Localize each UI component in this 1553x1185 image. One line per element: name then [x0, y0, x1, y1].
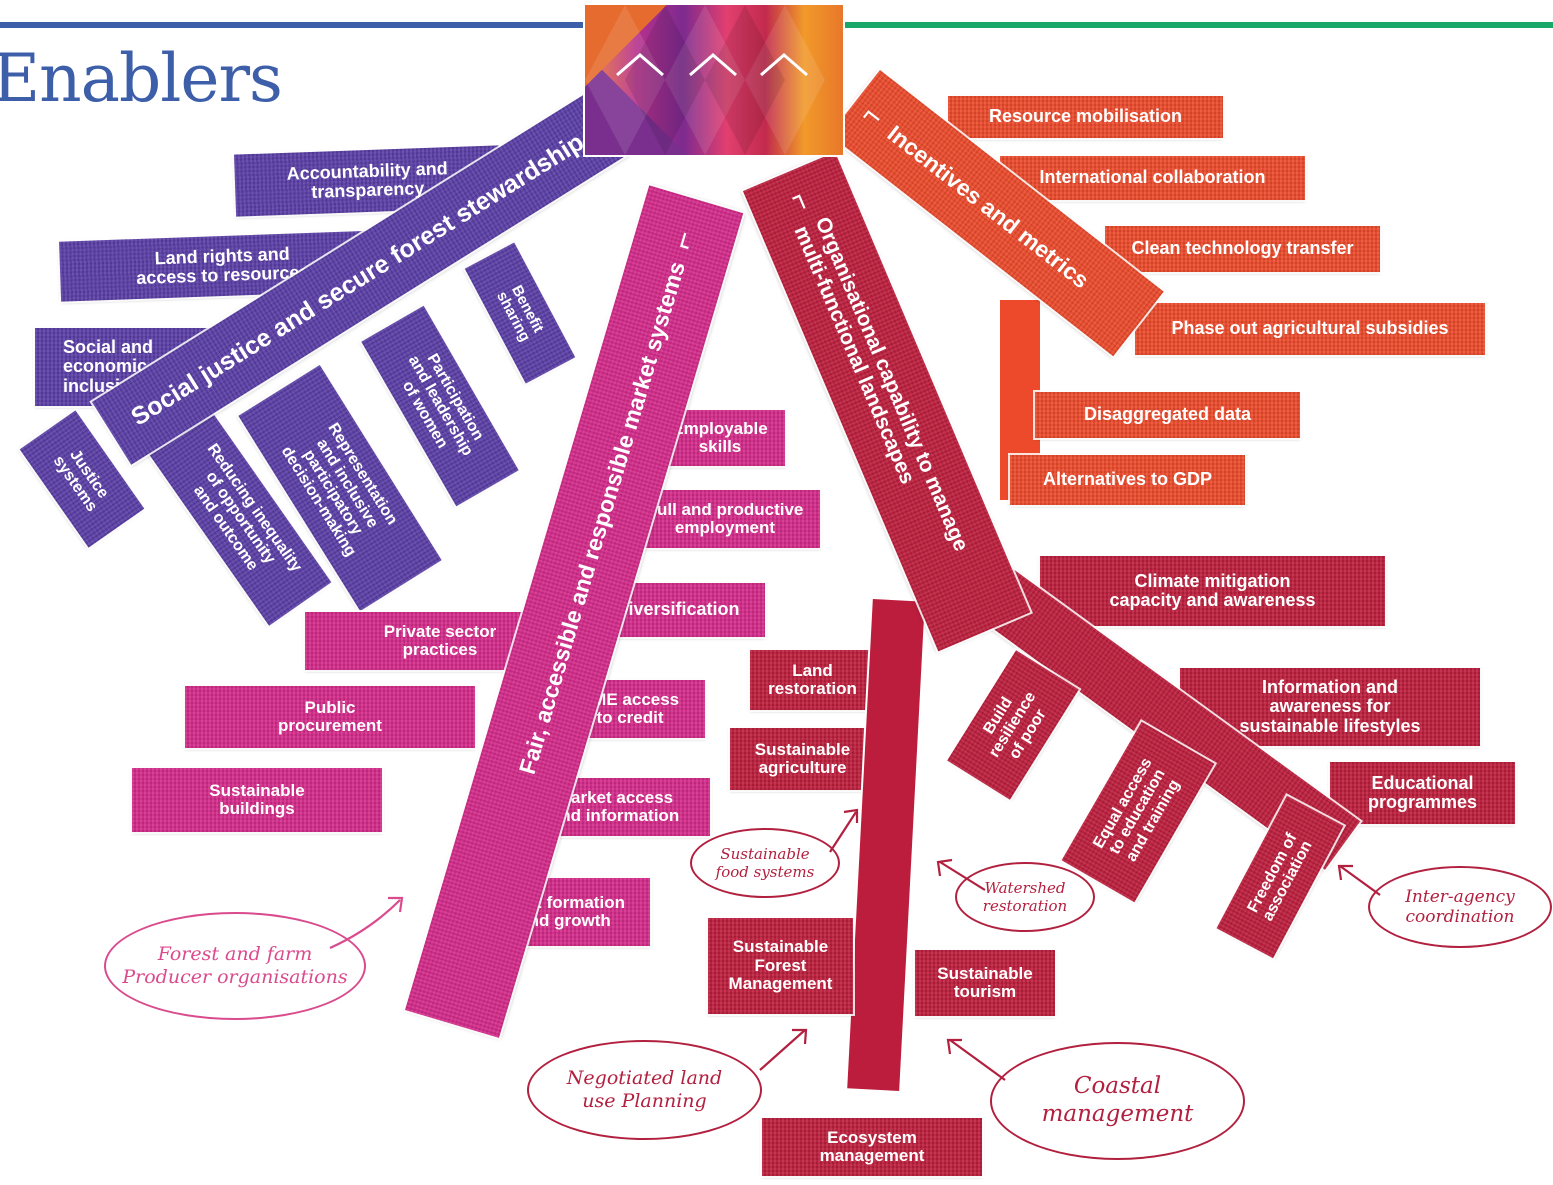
- page-title: Enablers: [0, 40, 283, 117]
- branch-clean-technology: Clean technology transfer: [1105, 226, 1380, 272]
- arrow-negotiated: [759, 1028, 808, 1071]
- note-watershed-restoration: Watershed restoration: [955, 862, 1095, 932]
- branch-sustainable-buildings: Sustainable buildings: [132, 768, 382, 832]
- top-rule-blue: [0, 22, 590, 28]
- branch-educational-programmes: Educational programmes: [1330, 762, 1515, 824]
- branch-full-employment: Full and productive employment: [630, 490, 820, 548]
- branch-sustainable-tourism: Sustainable tourism: [915, 950, 1055, 1016]
- branch-land-restoration: Land restoration: [750, 650, 875, 710]
- emblem-chevron-3: [760, 53, 808, 77]
- branch-benefit-sharing: Benefit sharing: [464, 242, 576, 384]
- trunk-incentives-label: Incentives and metrics: [882, 119, 1095, 293]
- branch-public-procurement: Public procurement: [185, 686, 475, 748]
- arrow-food: [829, 808, 859, 853]
- branch-ecosystem-management: Ecosystem management: [762, 1118, 982, 1176]
- note-forest-farm-producers: Forest and farm Producer organisations: [104, 912, 366, 1020]
- branch-climate-mitigation: Climate mitigation capacity and awarenes…: [1040, 556, 1385, 626]
- arrow-coastal: [946, 1038, 1006, 1081]
- note-coastal-management: Coastal management: [990, 1042, 1245, 1160]
- note-negotiated-land-use: Negotiated land use Planning: [527, 1040, 762, 1140]
- note-inter-agency-coordination: Inter-agency coordination: [1368, 866, 1552, 948]
- emblem-chevron-2: [689, 53, 737, 77]
- branch-freedom-association: Freedom of association: [1216, 795, 1344, 959]
- branch-alternatives-gdp: Alternatives to GDP: [1010, 455, 1245, 505]
- branch-international-collaboration: International collaboration: [1000, 156, 1305, 200]
- emblem-chevron-1: [616, 53, 664, 77]
- branch-disaggregated-data: Disaggregated data: [1035, 392, 1300, 438]
- note-sustainable-food-systems: Sustainable food systems: [690, 828, 840, 898]
- top-rule-green: [845, 22, 1553, 28]
- branch-resource-mobilisation: Resource mobilisation: [948, 96, 1223, 138]
- chevron-up-icon: ⌐: [665, 227, 702, 254]
- chevron-icon: ⌐: [783, 187, 821, 217]
- branch-sustainable-agriculture: Sustainable agriculture: [730, 728, 875, 790]
- chevron-icon: ⌐: [855, 97, 891, 135]
- branch-phase-out-subsidies: Phase out agricultural subsidies: [1135, 303, 1485, 355]
- central-emblem: [585, 5, 843, 155]
- branch-sustainable-forest-management: Sustainable Forest Management: [708, 918, 853, 1014]
